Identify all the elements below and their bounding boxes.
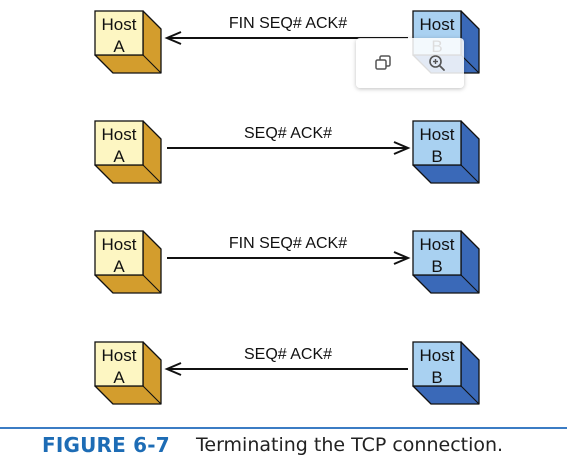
- host-a-box-face: [94, 10, 144, 56]
- host-b-box-edge: [460, 274, 480, 294]
- host-b-box-face: [412, 341, 462, 387]
- host-a-box-label-line: Host: [102, 15, 137, 34]
- figure-caption-text: Terminating the TCP connection.: [196, 434, 504, 456]
- host-a-box-label-line: A: [113, 257, 125, 276]
- figure-caption: FIGURE 6-7 Terminating the TCP connectio…: [0, 427, 567, 471]
- host-b-box-label-line: B: [431, 257, 442, 276]
- host-a-box-face: [94, 341, 144, 387]
- copy-button[interactable]: [368, 48, 398, 78]
- host-b-box-label-line: Host: [420, 125, 455, 144]
- arrowhead-left: [164, 362, 182, 376]
- figure-label: FIGURE 6-7: [42, 433, 170, 457]
- host-b-box-face: [412, 230, 462, 276]
- host-b-box-label-line: B: [431, 147, 442, 166]
- image-toolbar: [356, 38, 464, 88]
- message-label: SEQ# ACK#: [244, 125, 332, 142]
- host-b-box-edge: [460, 385, 480, 405]
- host-a-box-face: [94, 230, 144, 276]
- host-a-box-edge: [142, 54, 162, 74]
- host-a-box-edge: [142, 385, 162, 405]
- host-a-box-label-line: A: [113, 37, 125, 56]
- host-a-box-edge: [142, 274, 162, 294]
- copy-icon: [375, 55, 391, 70]
- arrowhead-right: [393, 251, 411, 265]
- host-b-box-label-line: Host: [420, 346, 455, 365]
- host-a-box-label-line: A: [113, 147, 125, 166]
- host-b-box-face: [412, 120, 462, 166]
- arrowhead-right: [393, 141, 411, 155]
- host-a-box-edge: [142, 164, 162, 184]
- arrowhead-left: [164, 31, 182, 45]
- host-a-box-label-line: Host: [102, 346, 137, 365]
- host-a-box-face: [94, 120, 144, 166]
- host-b-box-label-line: Host: [420, 235, 455, 254]
- zoom-in-button[interactable]: [422, 48, 452, 78]
- host-a-box-label-line: Host: [102, 125, 137, 144]
- host-b-box-label-line: B: [431, 368, 442, 387]
- message-label: SEQ# ACK#: [244, 346, 332, 363]
- message-label: FIN SEQ# ACK#: [229, 15, 347, 32]
- host-b-box-edge: [460, 54, 480, 74]
- host-a-box-label-line: Host: [102, 235, 137, 254]
- host-b-box-edge: [460, 164, 480, 184]
- message-label: FIN SEQ# ACK#: [229, 235, 347, 252]
- host-a-box-label-line: A: [113, 368, 125, 387]
- zoom-in-icon: [429, 55, 445, 71]
- host-b-box-label-line: Host: [420, 15, 455, 34]
